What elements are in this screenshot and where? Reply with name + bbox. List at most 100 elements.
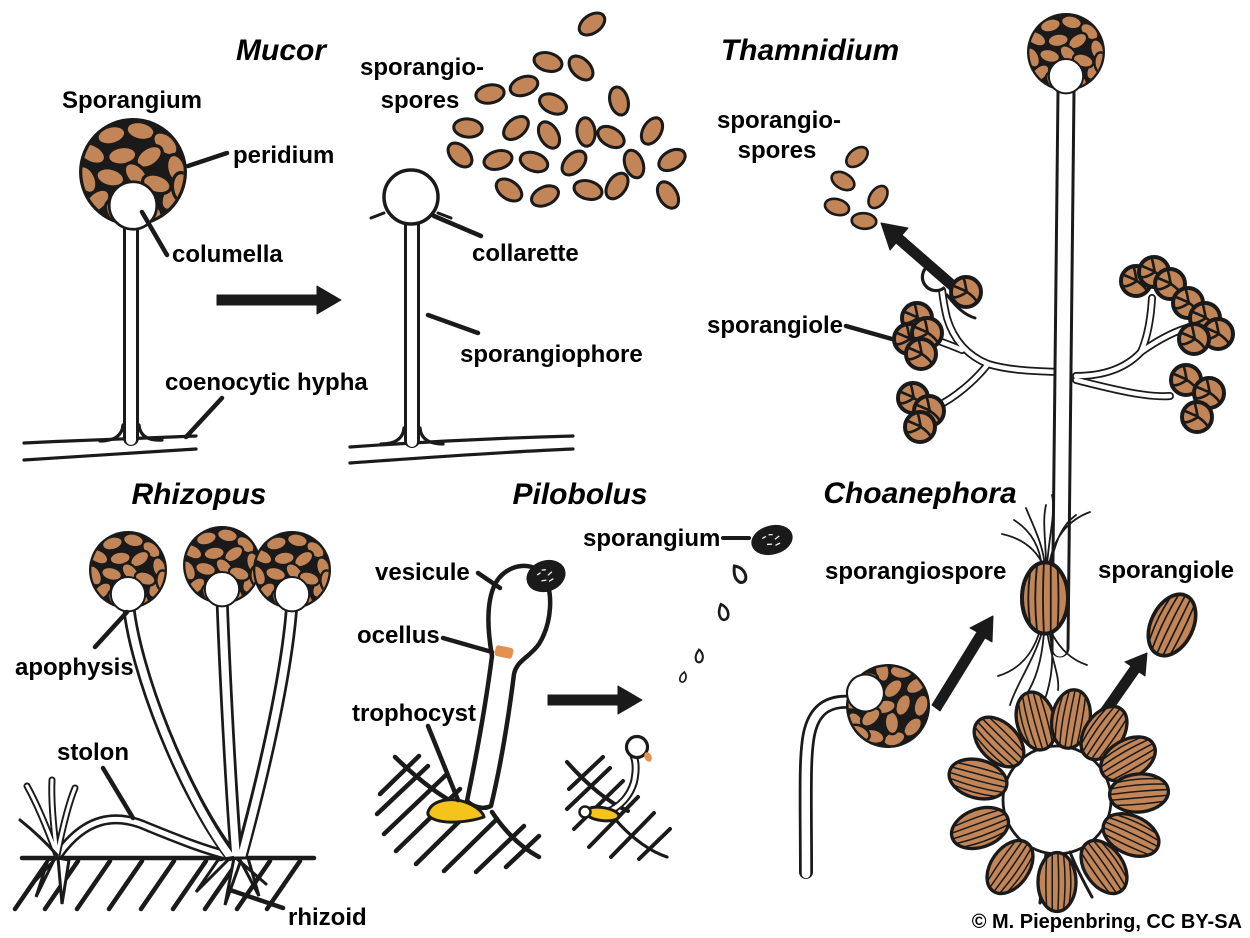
stalk-core — [124, 596, 233, 859]
sporangium-drawing — [72, 118, 192, 230]
label-rhizoid: rhizoid — [288, 904, 367, 931]
striated-spore — [1022, 562, 1068, 633]
hypha-line — [348, 434, 575, 449]
pilobolus-section: Pilobolus — [352, 478, 793, 875]
spore-icon — [849, 210, 879, 232]
sporangiole-icon — [904, 337, 938, 371]
label-columella: columella — [172, 241, 283, 268]
spore-icon — [605, 83, 633, 119]
empty-vesicle — [382, 168, 440, 226]
pilobolus-main-drawing — [374, 559, 566, 875]
substrate-surface — [565, 760, 630, 813]
sporangium-drawing — [1022, 13, 1109, 94]
leader-line-sporangiophore — [425, 312, 481, 336]
label-sporangium: Sporangium — [62, 87, 202, 114]
stalk-flare — [98, 423, 164, 443]
label-sporangiospores-2: spores — [381, 87, 460, 114]
label-trophocyst: trophocyst — [352, 700, 476, 727]
spore-icon — [635, 112, 669, 150]
spore-icon — [653, 143, 691, 177]
choanephora-section: Choanephora — [798, 477, 1234, 914]
label-sporangiospores-2: spores — [738, 137, 817, 164]
right-arrow-icon — [216, 285, 342, 315]
appendage-hairs — [1001, 494, 1091, 569]
droplet-icon — [694, 648, 704, 664]
spore-icon — [651, 176, 685, 214]
up-right-arrow-icon — [931, 615, 994, 712]
spore-icon — [516, 147, 552, 177]
label-vesicule: vesicule — [375, 559, 470, 586]
mucor-section: Mucor Sporangium peridium columella coen… — [22, 6, 691, 465]
stalk-core — [238, 598, 296, 859]
spore-icon — [497, 110, 535, 146]
black-sporangium — [751, 524, 793, 556]
choanephora-title: Choanephora — [823, 477, 1016, 510]
twig — [945, 293, 977, 320]
sporangium-drawing — [84, 531, 171, 612]
ocellus-drawing — [494, 645, 514, 659]
pilobolus-after-drawing — [565, 734, 672, 861]
mucor-released-drawing — [348, 168, 575, 465]
label-apophysis: apophysis — [15, 654, 134, 681]
droplet-icon — [728, 561, 750, 586]
spore-icon — [506, 71, 542, 101]
rhizopus-drawing — [12, 526, 335, 912]
attribution-text: © M. Piepenbring, CC BY-SA — [972, 911, 1242, 933]
thamnidium-title: Thamnidium — [721, 34, 899, 67]
leader-line-trophocyst — [425, 723, 461, 803]
spore-icon — [534, 88, 572, 120]
spore-icon — [574, 115, 598, 149]
stalk-core — [218, 593, 240, 859]
label-sporangiole: sporangiole — [707, 312, 843, 339]
rhizopus-section: Rhizopus — [12, 478, 367, 931]
up-right-arrow-icon — [1100, 652, 1148, 716]
sporangiospore-cloud — [442, 6, 691, 214]
stalk-flare — [379, 426, 445, 446]
mucor-intact-drawing — [22, 118, 198, 462]
substrate-hatching — [565, 755, 672, 861]
spore-icon — [827, 166, 859, 196]
leader-line-stolon — [100, 765, 136, 821]
sporangium-drawing — [178, 526, 265, 607]
leader-line-sporangiole — [843, 323, 895, 342]
label-sporangiole: sporangiole — [1098, 557, 1234, 584]
sporangiole-drawing — [1137, 584, 1207, 666]
appendage-hairs — [997, 629, 1088, 706]
droplet-icon — [678, 670, 689, 684]
striated-spore — [1036, 850, 1078, 914]
substrate-surface — [613, 817, 669, 859]
label-ocellus: ocellus — [357, 622, 440, 649]
spore-icon — [526, 180, 564, 212]
spore-icon — [841, 141, 873, 173]
rhizoid-spikes — [26, 855, 268, 906]
branch-core — [1073, 349, 1144, 379]
sporangiole-cluster-drawing — [942, 685, 1172, 914]
spore-icon — [490, 172, 528, 208]
leader-line-vesicule — [475, 570, 503, 591]
leader-line-ocellus — [440, 635, 495, 655]
spore-icon — [480, 146, 516, 174]
right-arrow-icon — [547, 685, 643, 715]
spore-icon — [563, 50, 599, 86]
branch-core — [985, 361, 1061, 375]
label-collarette: collarette — [472, 240, 579, 267]
stolon-tube-core — [56, 816, 233, 859]
sporangiole-icon — [903, 410, 937, 444]
spore-icon — [472, 81, 508, 107]
label-coenocytic-hypha: coenocytic hypha — [165, 369, 368, 396]
hypha-line — [22, 447, 198, 462]
label-sporangiospores-1: sporangio- — [717, 107, 841, 134]
label-sporangium: sporangium — [583, 525, 720, 552]
curved-stalk-core — [801, 697, 859, 879]
ocellus-dot — [644, 752, 652, 762]
spore-icon — [592, 120, 630, 154]
burst-sporangiole — [920, 264, 945, 293]
up-left-arrow-icon — [880, 222, 957, 291]
leader-line-coenocytic-hypha — [183, 395, 225, 440]
black-sporangium — [526, 559, 566, 593]
leader-line-apophysis — [92, 609, 130, 650]
sporangiole-icon — [1180, 400, 1214, 434]
spore-icon — [442, 137, 478, 173]
mucor-title: Mucor — [236, 34, 328, 67]
sporangiospore-drawing — [997, 494, 1091, 706]
